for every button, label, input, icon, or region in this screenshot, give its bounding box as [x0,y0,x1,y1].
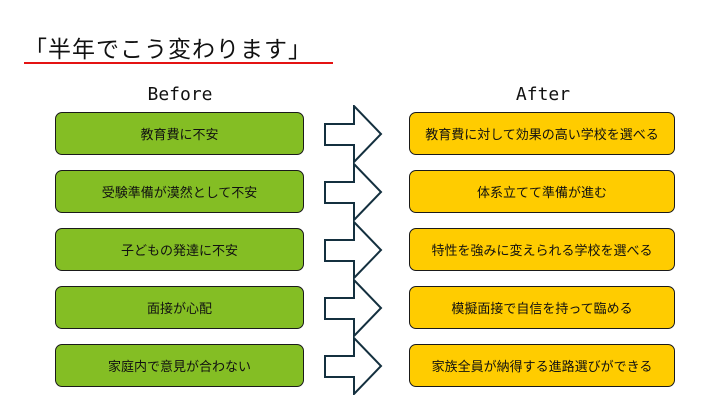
after-box: 家族全員が納得する進路選びができる [409,344,675,387]
right-arrow-icon [324,105,383,163]
after-box: 特性を強みに変えられる学校を選べる [409,228,675,271]
right-arrow-icon [324,163,383,221]
before-box: 家庭内で意見が合わない [55,344,304,387]
page-title: 「半年でこう変わります」 [24,37,312,63]
before-box: 受験準備が漠然として不安 [55,170,304,213]
after-heading: After [515,84,571,105]
right-arrow-icon [324,337,383,395]
after-box: 模擬面接で自信を持って臨める [409,286,675,329]
before-heading: Before [147,84,213,105]
before-box: 教育費に不安 [55,112,304,155]
before-box: 面接が心配 [55,286,304,329]
before-box: 子どもの発達に不安 [55,228,304,271]
title-underline [24,62,333,64]
after-box: 体系立てて準備が進む [409,170,675,213]
after-box: 教育費に対して効果の高い学校を選べる [409,112,675,155]
right-arrow-icon [324,279,383,337]
right-arrow-icon [324,221,383,279]
